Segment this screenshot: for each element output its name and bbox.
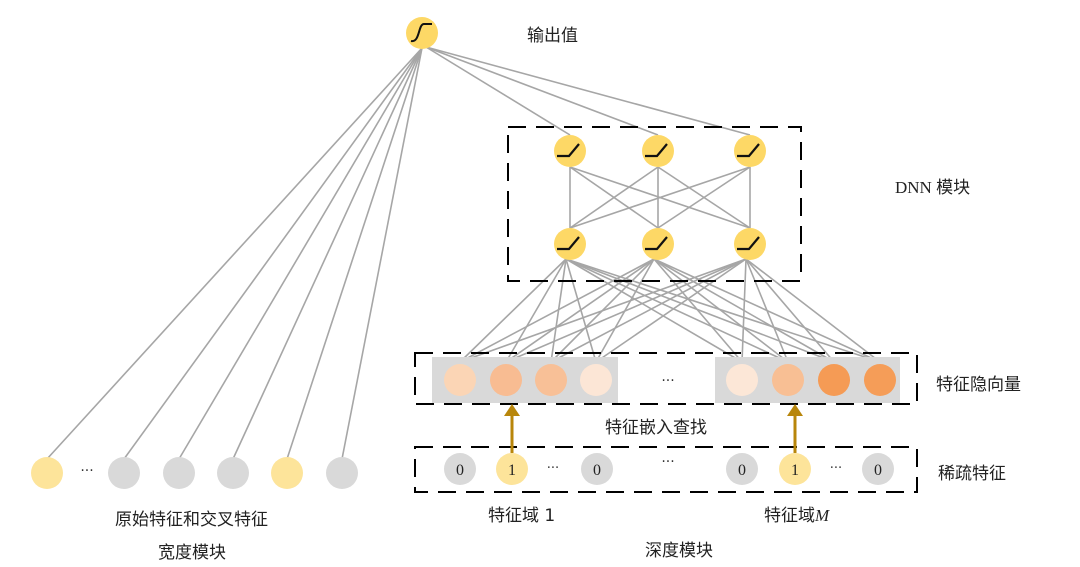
embedding-node <box>726 364 758 396</box>
wide-feature-node <box>217 457 249 489</box>
embedding-node <box>772 364 804 396</box>
embedding-box <box>414 352 918 405</box>
relu-icon <box>557 143 580 158</box>
sparse-between-ellipsis: ··· <box>661 454 674 470</box>
output-to-wide-line <box>286 47 423 460</box>
dnn-module-box <box>507 126 802 282</box>
deep-module-label: 深度模块 <box>645 541 713 561</box>
output-to-dnn-line <box>425 46 659 136</box>
connection-lines <box>46 46 881 460</box>
sparse-node <box>862 453 894 485</box>
dnn-layer-line <box>657 166 751 229</box>
dnn-to-embedding-line <box>653 258 789 363</box>
embedding-ellipsis: ··· <box>661 373 674 389</box>
dnn-hidden-1-node <box>554 228 586 260</box>
dnn-to-embedding-line <box>505 258 655 363</box>
dnn-to-embedding-line <box>565 258 835 363</box>
dnn-to-embedding-line <box>459 258 567 363</box>
wide-module-label: 宽度模块 <box>158 543 226 563</box>
output-to-dnn-line <box>425 46 751 136</box>
relu-icon <box>737 236 760 251</box>
output-label: 输出值 <box>527 26 578 46</box>
latent-vectors-label: 特征隐向量 <box>936 375 1021 395</box>
embedding-node <box>535 364 567 396</box>
sparse-value: 1 <box>791 462 799 479</box>
embedding-node <box>444 364 476 396</box>
nodes: ··· 0 1 ··· 0 0 1 ··· 0 ··· ··· <box>31 17 896 489</box>
sparse-node <box>496 453 528 485</box>
output-to-wide-line <box>46 47 423 460</box>
dnn-to-embedding-line <box>741 258 747 363</box>
dnn-hidden-2-node <box>554 135 586 167</box>
output-node <box>406 17 438 49</box>
dnn-to-embedding-line <box>505 258 567 363</box>
dnn-to-embedding-line <box>459 258 655 363</box>
field-m-label: 特征域M <box>764 501 829 526</box>
dnn-text: DNN 模块 <box>895 178 971 197</box>
output-to-wide-line <box>123 47 423 460</box>
sparse-node <box>581 453 613 485</box>
relu-icon <box>645 236 668 251</box>
lookup-arrow-m-head <box>787 404 803 416</box>
wide-ellipsis: ··· <box>80 463 93 479</box>
sparse-value: 1 <box>508 462 516 479</box>
dnn-to-embedding-line <box>745 258 789 363</box>
dnn-hidden-1-node <box>642 228 674 260</box>
wide-feature-node <box>163 457 195 489</box>
dnn-to-embedding-line <box>565 258 881 363</box>
dnn-to-embedding-line <box>595 258 747 363</box>
sparse-node <box>444 453 476 485</box>
sparse-value: 0 <box>593 462 601 479</box>
relu-icon <box>557 236 580 251</box>
dnn-module-label: DNN 模块 <box>895 173 970 198</box>
output-to-dnn-line <box>425 46 571 136</box>
embedding-node <box>490 364 522 396</box>
sparse-ellipsis: ··· <box>547 461 559 476</box>
dnn-to-embedding-line <box>459 258 747 363</box>
dnn-to-embedding-line <box>745 258 835 363</box>
sparse-value: 0 <box>456 462 464 479</box>
sparse-value: 0 <box>738 462 746 479</box>
wide-feature-node <box>326 457 358 489</box>
dnn-hidden-2-node <box>642 135 674 167</box>
output-to-wide-line <box>232 47 423 460</box>
output-to-wide-line <box>341 47 423 460</box>
embedding-node <box>864 364 896 396</box>
field-m-prefix: 特征域 <box>764 506 815 526</box>
wide-feature-node <box>271 457 303 489</box>
sparse-features-label: 稀疏特征 <box>938 464 1006 484</box>
dnn-to-embedding-line <box>550 258 747 363</box>
sparse-box <box>414 446 918 493</box>
dnn-layer-line <box>569 166 659 229</box>
dnn-to-embedding-line <box>505 258 747 363</box>
embedding-node <box>580 364 612 396</box>
output-to-wide-line <box>178 47 423 460</box>
wide-feature-node <box>108 457 140 489</box>
wide-feature-node <box>31 457 63 489</box>
dnn-layer-line <box>569 166 751 229</box>
raw-cross-features-label: 原始特征和交叉特征 <box>115 510 268 530</box>
field-m-var: M <box>815 506 830 525</box>
dnn-to-embedding-line <box>565 258 743 363</box>
sparse-node <box>726 453 758 485</box>
sigmoid-icon <box>410 23 432 43</box>
relu-icon <box>737 143 760 158</box>
field-1-label: 特征域 1 <box>488 506 556 526</box>
embedding-node <box>818 364 850 396</box>
sparse-ellipsis: ··· <box>830 461 842 476</box>
relu-icon <box>645 143 668 158</box>
embedding-lookup-label: 特征嵌入查找 <box>605 418 707 438</box>
dnn-hidden-2-node <box>734 135 766 167</box>
sparse-value: 0 <box>874 462 882 479</box>
dnn-to-embedding-line <box>565 258 789 363</box>
lookup-arrow-1-head <box>504 404 520 416</box>
dnn-to-embedding-line <box>653 258 743 363</box>
sparse-node <box>779 453 811 485</box>
dnn-to-embedding-line <box>745 258 881 363</box>
dnn-hidden-1-node <box>734 228 766 260</box>
